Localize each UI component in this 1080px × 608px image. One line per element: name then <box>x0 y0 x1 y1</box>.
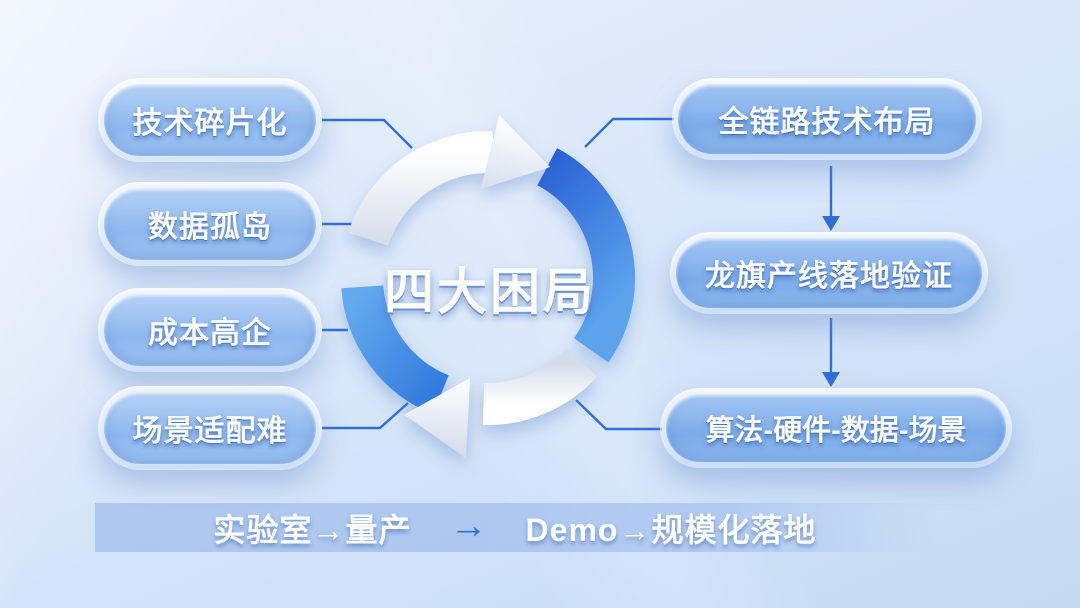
pill-full-chain-layout: 全链路技术布局 <box>672 78 982 160</box>
cycle-arc-right-blue <box>536 148 636 363</box>
center-title: 四大困局 <box>384 264 596 320</box>
stage-lab-to-mass: 实验室→量产 <box>213 511 412 548</box>
cycle-arc-left-blue <box>341 284 450 415</box>
connector-scene-adaptation <box>322 402 409 430</box>
connector-algo-hw-data-scene <box>575 399 662 431</box>
connector-tech-fragmentation <box>322 118 413 149</box>
pill-tech-fragmentation: 技术碎片化 <box>98 78 322 162</box>
pill-algo-hw-data-scene-label: 算法-硬件-数据-场景 <box>666 394 1006 462</box>
cycle-arc-bottom-silver <box>482 347 598 425</box>
pill-tech-fragmentation-label: 技术碎片化 <box>104 84 316 156</box>
down-arrowhead-1-icon <box>822 216 840 231</box>
stage-demo-to-scale: Demo→规模化落地 <box>525 511 817 548</box>
bottom-banner: 实验室→量产 → Demo→规模化落地 <box>95 503 935 552</box>
down-arrowhead-2-icon <box>822 372 840 387</box>
pill-scene-adaptation-label: 场景适配难 <box>104 392 316 464</box>
pill-full-chain-layout-label: 全链路技术布局 <box>678 84 976 154</box>
pill-production-validation: 龙旗产线落地验证 <box>670 232 988 314</box>
pill-algo-hw-data-scene: 算法-硬件-数据-场景 <box>660 388 1012 468</box>
connector-full-chain <box>584 117 674 148</box>
pill-production-validation-label: 龙旗产线落地验证 <box>676 238 982 308</box>
pill-high-cost: 成本高企 <box>98 288 322 372</box>
pill-high-cost-label: 成本高企 <box>104 294 316 366</box>
cycle-arrowhead-top-icon <box>480 115 551 189</box>
stage-arrow-icon: → <box>449 504 488 547</box>
pill-data-silos: 数据孤岛 <box>98 182 322 266</box>
cycle-arc-top-silver <box>348 131 494 247</box>
cycle-arrowhead-bottom-icon <box>404 378 471 458</box>
pill-data-silos-label: 数据孤岛 <box>104 188 316 260</box>
pill-scene-adaptation: 场景适配难 <box>98 386 322 470</box>
